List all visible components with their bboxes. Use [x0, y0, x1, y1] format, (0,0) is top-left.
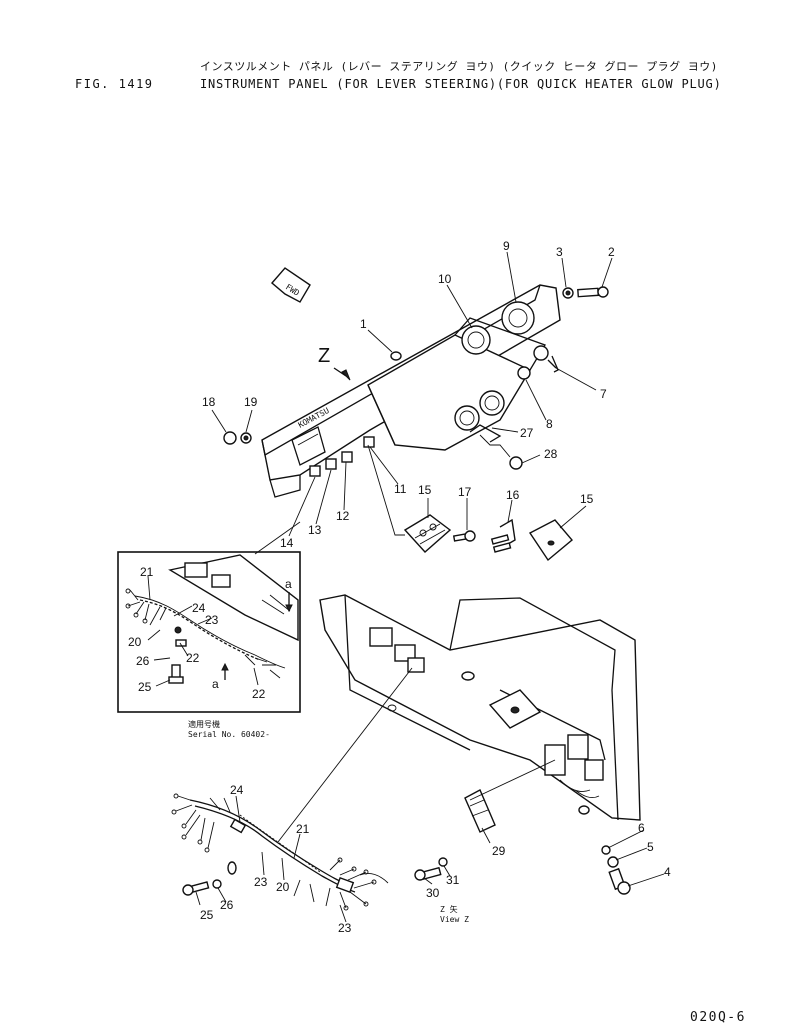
- ref-letter-a-top: a: [285, 577, 292, 591]
- figure-number: FIG. 1419: [75, 77, 154, 91]
- view-z-marker: Z: [318, 345, 330, 367]
- wiring-harness: [171, 793, 389, 911]
- callout-9: 9: [503, 239, 510, 253]
- callout-21-inset: 21: [140, 565, 154, 579]
- bolt-4: [608, 867, 631, 895]
- callout-20: 20: [276, 880, 290, 894]
- nut-8: [517, 366, 531, 380]
- callout-23: 23: [254, 875, 268, 889]
- callout-7: 7: [600, 387, 607, 401]
- callout-24-inset: 24: [192, 601, 206, 615]
- callout-10: 10: [438, 272, 452, 286]
- panel-lower-lip: [269, 475, 301, 498]
- washer-31: [438, 857, 448, 867]
- panel-rear-assembly: Z 矢 View Z: [319, 594, 641, 924]
- switch-13: [325, 458, 337, 470]
- fuse-16: [490, 518, 516, 553]
- gauge-10: [461, 325, 491, 355]
- inset-detail-box: a a 適用号機 Serial No. 60402-: [117, 551, 301, 739]
- callout-22-inset: 22: [186, 651, 200, 665]
- callout-3: 3: [556, 245, 563, 259]
- callout-6: 6: [638, 821, 645, 835]
- callout-21: 21: [296, 822, 310, 836]
- callout-25: 25: [200, 908, 214, 922]
- callout-24: 24: [230, 783, 244, 797]
- callout-25-inset: 25: [138, 680, 152, 694]
- callout-12: 12: [336, 509, 350, 523]
- switch-11: [363, 436, 375, 448]
- bolt-25: [182, 881, 210, 896]
- bolt-30: [414, 866, 442, 881]
- cover-15: [528, 519, 573, 562]
- switch-12: [341, 451, 353, 463]
- callout-20-inset: 20: [128, 635, 142, 649]
- gauge-9: [501, 301, 535, 335]
- callout-14: 14: [280, 536, 294, 550]
- callout-23b: 23: [338, 921, 352, 935]
- callout-22b-inset: 22: [252, 687, 266, 701]
- fwd-arrow-icon: FWD: [271, 267, 311, 303]
- switch-14: [309, 465, 321, 477]
- callout-23-inset: 23: [205, 613, 219, 627]
- callout-19: 19: [244, 395, 258, 409]
- callout-1: 1: [360, 317, 367, 331]
- nut-18: [223, 431, 237, 445]
- washer-5: [607, 856, 619, 868]
- callout-4: 4: [664, 865, 671, 879]
- callout-2: 2: [608, 245, 615, 259]
- callout-5: 5: [647, 840, 654, 854]
- callout-27: 27: [520, 426, 534, 440]
- rear-connector-left: [369, 627, 393, 647]
- callout-26-inset: 26: [136, 654, 150, 668]
- callout-16: 16: [506, 488, 520, 502]
- switch-window: [291, 426, 326, 466]
- inset-serial-caption: Serial No. 60402-: [188, 730, 270, 739]
- cover-29: [464, 789, 496, 833]
- callout-17: 17: [458, 485, 472, 499]
- callout-26: 26: [220, 898, 234, 912]
- relay-15: [403, 514, 452, 553]
- callouts: 2 3 9 10 1 7 8 27 28 18 19 11 12 13 14 1…: [128, 239, 671, 935]
- callout-13: 13: [308, 523, 322, 537]
- callout-29: 29: [492, 844, 506, 858]
- callout-30: 30: [426, 886, 440, 900]
- callout-18: 18: [202, 395, 216, 409]
- bolt-2: [577, 286, 609, 298]
- callout-15b: 15: [580, 492, 594, 506]
- view-z-caption-jp: Z 矢: [440, 904, 458, 914]
- japanese-title: インスツルメント パネル (レバー ステアリング ヨウ) (クイック ヒータ グ…: [200, 60, 718, 73]
- rear-panel-body: [319, 594, 641, 821]
- english-title: INSTRUMENT PANEL (FOR LEVER STEERING)(FO…: [200, 77, 722, 91]
- gauge-housing: [367, 334, 531, 451]
- inset-caption-jp: 適用号機: [188, 719, 220, 729]
- drawing-code: 020Q-6: [690, 1010, 746, 1025]
- washer-26: [212, 879, 222, 889]
- key-switch: [533, 345, 549, 361]
- callout-11: 11: [394, 482, 407, 496]
- nut-28: [509, 456, 523, 470]
- ref-letter-a-bottom: a: [212, 677, 219, 691]
- view-z-caption: View Z: [440, 915, 469, 924]
- callout-31: 31: [446, 873, 460, 887]
- callout-28: 28: [544, 447, 558, 461]
- callout-8: 8: [546, 417, 553, 431]
- callout-15a: 15: [418, 483, 432, 497]
- instrument-panel-assembly: FWD KOMATSU: [223, 267, 609, 562]
- screw-17: [452, 530, 476, 542]
